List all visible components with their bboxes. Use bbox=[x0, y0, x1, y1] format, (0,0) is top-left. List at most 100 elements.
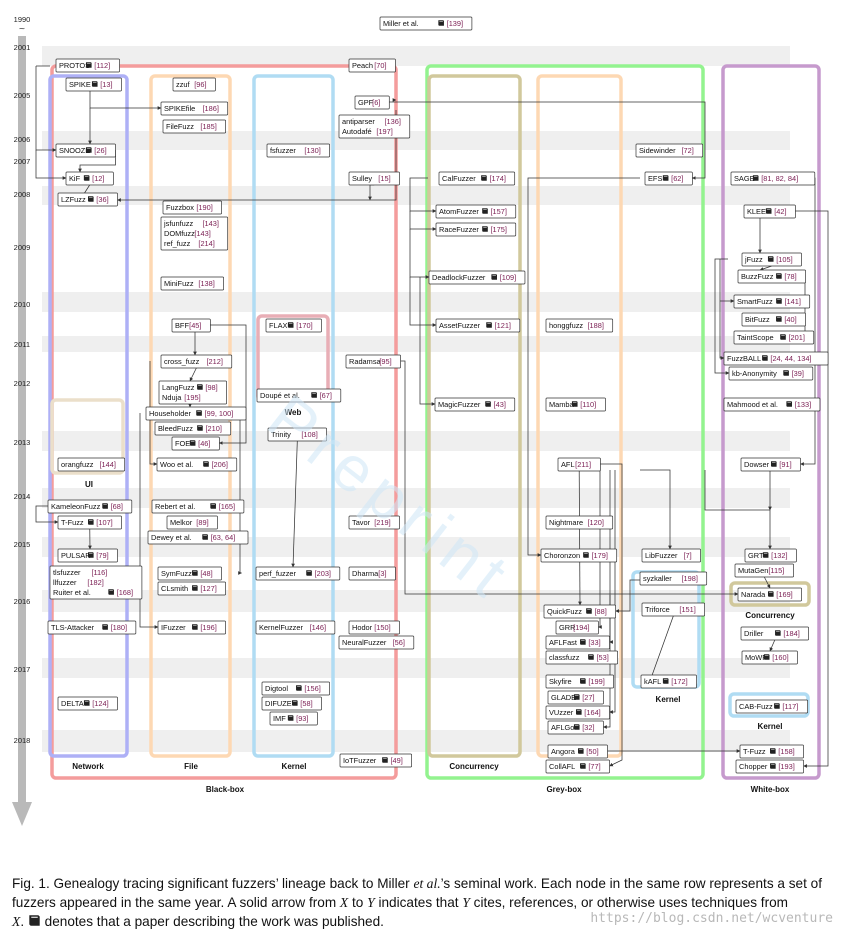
node-ref: [77] bbox=[588, 762, 600, 771]
lineage-edge bbox=[419, 277, 436, 406]
node-box bbox=[158, 380, 227, 405]
node-box bbox=[162, 119, 227, 134]
fuzzer-node-iotfuzzer: IoTFuzzer[49] bbox=[339, 753, 413, 768]
node-name: SmartFuzz bbox=[737, 297, 773, 306]
fuzzer-node-minifuzz: MiniFuzz[138] bbox=[160, 276, 225, 291]
node-box bbox=[545, 759, 610, 774]
year-label: 2014 bbox=[14, 492, 31, 501]
year-label: 2007 bbox=[14, 157, 31, 166]
node-name: Hodor bbox=[352, 623, 373, 632]
node-name: MutaGen bbox=[738, 566, 768, 575]
node-name: BuzzFuzz bbox=[741, 272, 774, 281]
fuzzer-node-kif: KiF[12] bbox=[65, 171, 114, 186]
node-name: DeadlockFuzzer bbox=[432, 273, 486, 282]
node-name: Doupé et al. bbox=[260, 391, 300, 400]
paper-icon bbox=[769, 762, 776, 770]
node-ref: [139] bbox=[447, 19, 463, 28]
node-ref: [27] bbox=[582, 693, 594, 702]
subgroup-label: Kernel bbox=[282, 762, 307, 771]
node-box bbox=[171, 436, 220, 451]
node-box bbox=[154, 421, 232, 436]
node-ref: [182] bbox=[87, 578, 103, 587]
node-box bbox=[434, 397, 516, 412]
node-ref: [175] bbox=[491, 225, 507, 234]
lineage-edge bbox=[704, 470, 772, 550]
node-ref: [6] bbox=[372, 98, 380, 107]
paper-icon bbox=[587, 653, 595, 661]
node-box bbox=[160, 276, 225, 291]
fuzzer-node-ifuzzer: IFuzzer[196] bbox=[157, 620, 226, 635]
node-name: MiniFuzz bbox=[164, 279, 194, 288]
node-name: RaceFuzzer bbox=[439, 225, 479, 234]
node-name: QuickFuzz bbox=[547, 607, 582, 616]
node-name: DOMfuzz bbox=[164, 229, 195, 238]
lineage-edge bbox=[714, 258, 730, 375]
node-box bbox=[435, 318, 521, 333]
fuzzer-node-glade: GLADE [27] bbox=[547, 690, 604, 705]
lineage-edge bbox=[189, 367, 197, 382]
node-ref: [95] bbox=[379, 357, 391, 366]
node-ref: [141] bbox=[784, 297, 800, 306]
paper-icon bbox=[295, 684, 302, 692]
fuzzer-node-grt: GRT[132] bbox=[744, 548, 797, 563]
fuzzer-node-antiparser: antiparser[136]Autodafé[197] bbox=[338, 114, 411, 139]
node-ref: [144] bbox=[99, 460, 115, 469]
fuzzer-node-kbanon: kb-Anonymity[39] bbox=[728, 366, 814, 381]
node-ref: [96] bbox=[194, 80, 206, 89]
caption-part: Fig. 1. Genealogy tracing significant fu… bbox=[12, 876, 414, 891]
year-band bbox=[42, 186, 790, 205]
node-name: SymFuzz bbox=[161, 569, 192, 578]
node-ref: [184] bbox=[783, 629, 799, 638]
node-ref: [91] bbox=[779, 460, 791, 469]
node-name: tlsfuzzer bbox=[53, 568, 81, 577]
node-box bbox=[435, 222, 517, 237]
fuzzer-node-filefuzz: FileFuzz[185] bbox=[162, 119, 227, 134]
node-box bbox=[735, 699, 809, 714]
node-ref: [203] bbox=[315, 569, 331, 578]
lineage-edge bbox=[409, 277, 437, 327]
lineage-edge bbox=[527, 177, 640, 557]
node-box bbox=[348, 620, 400, 635]
fuzzer-node-tlsfuzzer: tlsfuzzer[116]llfuzzer[182]Ruiter et al.… bbox=[49, 565, 143, 600]
ui-box bbox=[50, 398, 125, 475]
paper-icon bbox=[761, 354, 768, 362]
fuzzer-nodes: Miller et al.[139]PROTOS[112]Peach[70]SP… bbox=[47, 16, 829, 774]
node-box bbox=[65, 171, 114, 186]
node-ref: [108] bbox=[301, 430, 317, 439]
node-box bbox=[267, 427, 327, 442]
node-box bbox=[543, 604, 617, 619]
node-ref: [62] bbox=[671, 174, 683, 183]
node-ref: [36] bbox=[96, 195, 108, 204]
node-name: honggfuzz bbox=[549, 321, 583, 330]
node-box bbox=[728, 366, 814, 381]
node-box bbox=[545, 674, 614, 689]
node-box bbox=[545, 318, 614, 333]
node-box bbox=[428, 270, 526, 285]
node-name: DIFUZE bbox=[265, 699, 292, 708]
fuzzer-node-fuzzbox: Fuzzbox[190] bbox=[162, 200, 222, 215]
node-ref: [143] bbox=[202, 219, 218, 228]
node-box bbox=[255, 566, 341, 581]
node-box bbox=[438, 171, 516, 186]
fuzzer-node-dharma: Dharma[3] bbox=[348, 566, 396, 581]
node-box bbox=[644, 171, 693, 186]
node-ref: [63, 64] bbox=[211, 533, 236, 542]
lineage-edge bbox=[35, 150, 67, 180]
fuzzer-node-calfuzzer: CalFuzzer[174] bbox=[438, 171, 516, 186]
node-box bbox=[145, 406, 247, 421]
node-name: GLADE bbox=[551, 693, 576, 702]
node-name: kb-Anonymity bbox=[732, 369, 777, 378]
paper-icon bbox=[29, 915, 40, 926]
paper-icon bbox=[291, 699, 298, 707]
node-ref: [50] bbox=[586, 747, 598, 756]
lineage-edge bbox=[763, 576, 771, 589]
node-ref: [42] bbox=[774, 207, 786, 216]
subgroup-label: File bbox=[184, 762, 198, 771]
node-ref: [3] bbox=[378, 569, 386, 578]
node-box bbox=[147, 530, 249, 545]
fuzzer-node-lzfuzz: LZFuzz[36] bbox=[57, 192, 118, 207]
year-band bbox=[42, 431, 790, 451]
fuzzer-node-tlsattacker: TLS-Attacker[180] bbox=[47, 620, 137, 635]
node-ref: [151] bbox=[679, 605, 695, 614]
